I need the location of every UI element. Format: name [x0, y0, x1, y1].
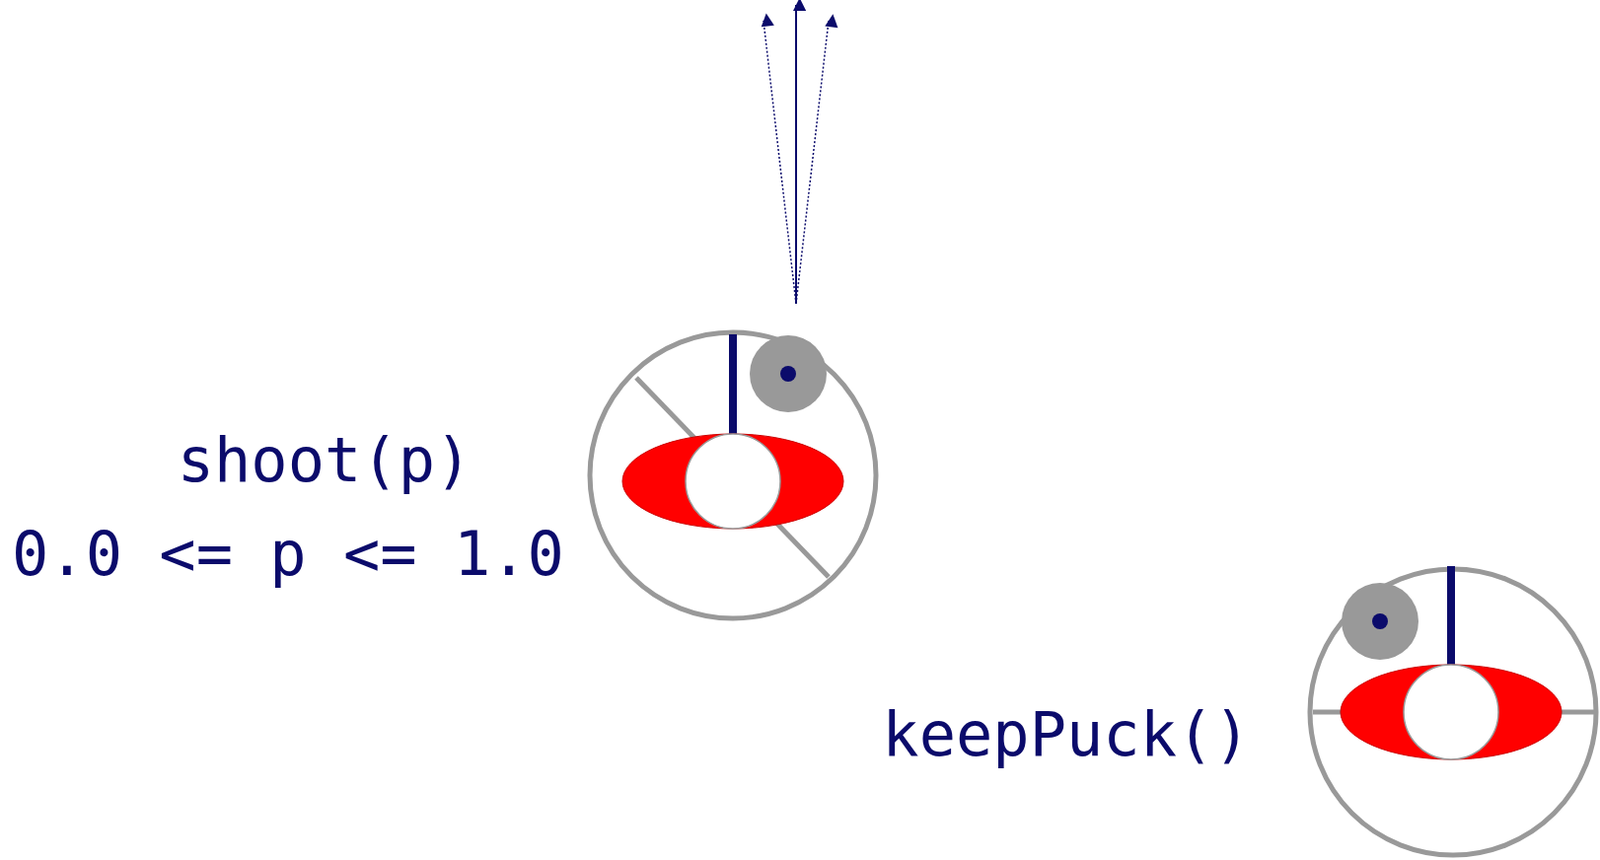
hockey-stick: [1447, 566, 1455, 669]
method-label: shoot(p): [177, 430, 473, 492]
method-label: keepPuck(): [881, 704, 1250, 766]
robot-keeping: [1309, 566, 1597, 856]
shot-arrow: [795, 4, 798, 304]
robot-shooting: [589, 332, 876, 619]
puck: [749, 335, 827, 413]
shot-arrows: [763, 4, 829, 304]
puck-center: [1372, 613, 1388, 630]
robot-body: [589, 332, 876, 619]
puck-center: [780, 365, 797, 382]
robot-head: [1403, 664, 1499, 760]
robot-head: [685, 434, 781, 529]
parameter-range: 0.0 <= p <= 1.0: [11, 523, 565, 585]
shot-arrow-spread: [796, 20, 829, 304]
puck: [1341, 582, 1419, 660]
hockey-stick: [728, 334, 737, 437]
robot-shoulders: [1340, 664, 1562, 760]
shot-arrow-spread: [763, 20, 797, 304]
robot-shoulders: [622, 434, 844, 529]
